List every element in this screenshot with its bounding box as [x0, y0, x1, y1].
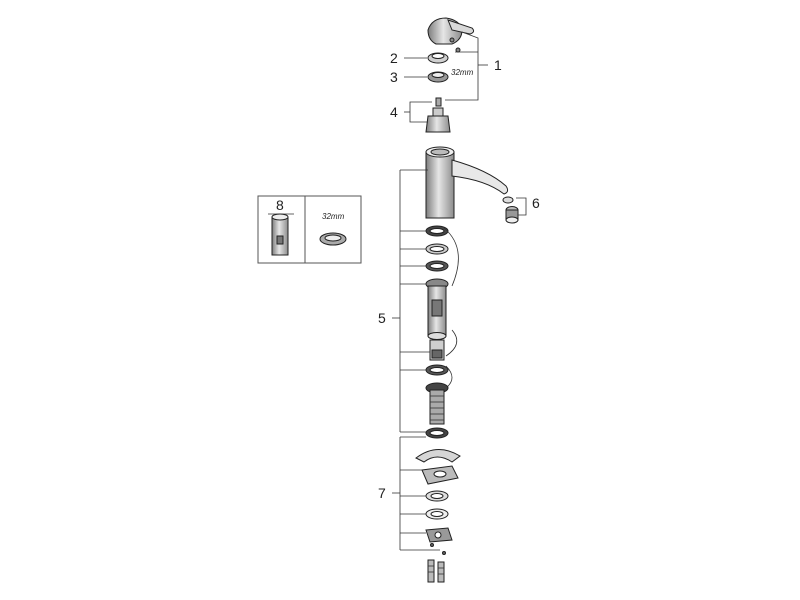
bracket-part-7: [392, 436, 440, 551]
cap-ring: [427, 52, 449, 64]
faucet-body: [425, 146, 455, 219]
mounting-plate: [421, 465, 459, 485]
handle-screws: [449, 37, 461, 53]
bracket-part-5: [392, 169, 430, 433]
callout-8: 8: [276, 197, 284, 213]
nut-size-label: 32mm: [322, 212, 345, 221]
o-ring-4: [425, 364, 449, 376]
o-ring-5: [425, 427, 449, 439]
threaded-sleeve: [425, 278, 449, 340]
bracket-part-1: [445, 31, 488, 101]
spout: [451, 159, 509, 195]
cartridge-nut: [427, 71, 449, 83]
hose-connector: [429, 339, 445, 361]
threaded-rod: [425, 382, 449, 425]
callout-7: 7: [378, 485, 386, 501]
callout-6: 6: [532, 195, 540, 211]
washer-2: [425, 508, 449, 520]
small-screws: [430, 543, 446, 555]
callout-4: 4: [390, 104, 398, 120]
mounting-bolts: [427, 559, 445, 583]
callout-2: 2: [390, 50, 398, 66]
inset-nut: [319, 232, 347, 246]
wrench-size-label: 32mm: [451, 68, 474, 77]
assembly-arrow-1: [443, 227, 459, 287]
lever-handle: [427, 17, 475, 45]
o-ring-2: [425, 243, 449, 255]
cartridge: [425, 97, 451, 133]
fixing-nut-plate: [425, 527, 453, 543]
callout-3: 3: [390, 69, 398, 85]
callout-1: 1: [494, 57, 502, 73]
aerator: [502, 196, 519, 224]
callout-5: 5: [378, 310, 386, 326]
washer-1: [425, 490, 449, 502]
o-ring-1: [425, 225, 449, 237]
installation-tool: [271, 213, 289, 256]
o-ring-3: [425, 260, 449, 272]
assembly-arrow-2: [445, 329, 458, 357]
horseshoe-washer: [415, 449, 461, 463]
